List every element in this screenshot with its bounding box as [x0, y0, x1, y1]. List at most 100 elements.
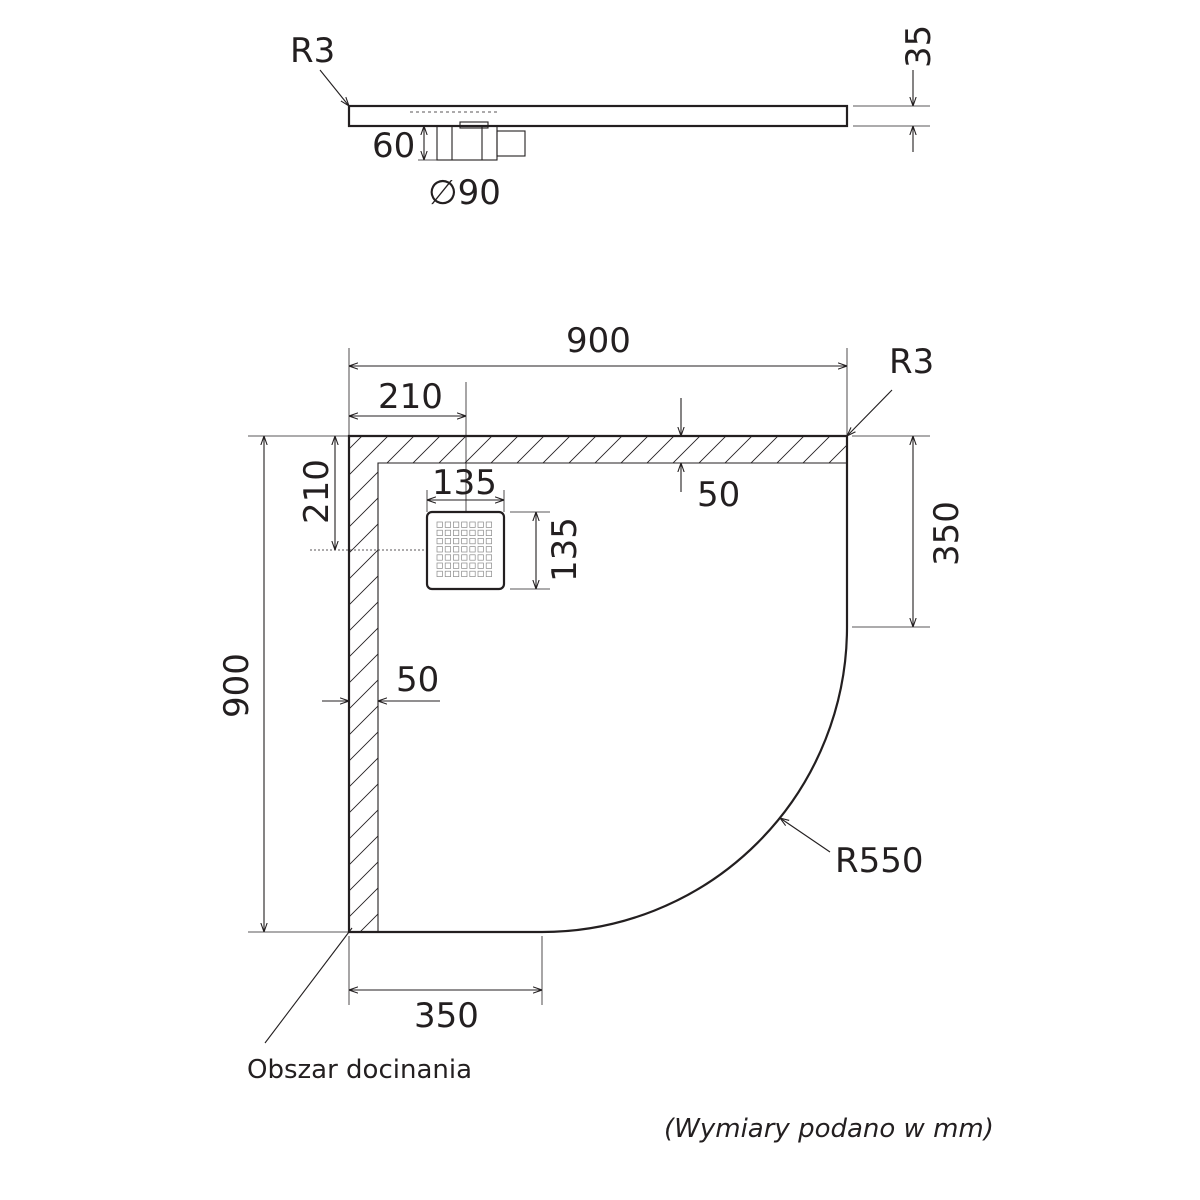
border-left-label: 50: [396, 660, 439, 700]
drain-height-plan-label: 135: [545, 517, 585, 582]
grate-slot: [436, 546, 443, 553]
grate-slot: [453, 570, 460, 577]
grate-slot: [453, 529, 460, 536]
trim-area-inner-edge: [377, 462, 847, 932]
hatch-line: [349, 436, 811, 932]
grate-slot: [453, 562, 460, 569]
hatch-line: [349, 436, 837, 932]
drain-grate: [425, 510, 506, 591]
grate-slot: [485, 529, 492, 536]
straight-side-label: 350: [927, 501, 967, 566]
plan-view: 900 210 900 210 135 135 50 50 R3: [217, 321, 967, 1085]
grate-slot: [477, 570, 484, 577]
grate-slot: [485, 546, 492, 553]
trim-area-hatching: [349, 436, 847, 932]
grate-slot: [477, 554, 484, 561]
plan-corner-radius-leader: [847, 389, 893, 436]
grate-slot: [477, 538, 484, 545]
hatch-line: [349, 436, 629, 932]
grate-slot: [436, 521, 443, 528]
grate-slot: [444, 538, 451, 545]
grate-slot: [469, 529, 476, 536]
hatch-line: [349, 436, 847, 932]
grate-slot: [477, 529, 484, 536]
drain-outlet: [496, 130, 526, 157]
drain-width-label: 135: [432, 463, 497, 503]
tray-outline: [347, 434, 849, 934]
grate-slot: [477, 562, 484, 569]
hatch-line: [349, 436, 847, 932]
grate-slot: [485, 538, 492, 545]
grate-slot: [453, 521, 460, 528]
hatch-line: [349, 436, 681, 932]
hatch-line: [349, 436, 707, 932]
grate-slot: [436, 570, 443, 577]
grate-slot: [453, 546, 460, 553]
arc-radius-label: R550: [835, 841, 924, 881]
grate-slot: [461, 562, 468, 569]
width-label: 900: [566, 321, 631, 361]
drain-offset-x-label: 210: [378, 377, 443, 417]
hatch-line: [349, 436, 655, 932]
grate-slot: [444, 570, 451, 577]
hatch-line: [349, 436, 551, 932]
grate-slot: [461, 546, 468, 553]
grate-slot: [461, 521, 468, 528]
trim-area-leader: [264, 927, 353, 1044]
grate-slot: [436, 529, 443, 536]
hatch-line: [369, 436, 847, 932]
hatch-line: [349, 436, 847, 932]
units-note: (Wymiary podano w mm): [664, 1114, 994, 1144]
grate-slot: [444, 529, 451, 536]
grate-slot: [444, 554, 451, 561]
arc-radius-leader: [780, 818, 831, 853]
straight-bottom-label: 350: [414, 996, 479, 1036]
grate-slot: [453, 538, 460, 545]
hatch-line: [349, 436, 421, 932]
drain-diameter-label: ∅90: [428, 173, 501, 213]
grate-slot: [485, 521, 492, 528]
grate-slot: [436, 562, 443, 569]
border-top-label: 50: [697, 475, 740, 515]
drain-trap-body: [436, 121, 526, 161]
corner-radius-label: R3: [290, 31, 335, 71]
grate-slot: [436, 538, 443, 545]
grate-slot: [453, 554, 460, 561]
grate-slot: [485, 554, 492, 561]
grate-slot: [469, 546, 476, 553]
grate-slot: [469, 554, 476, 561]
tray-side-profile: [347, 104, 849, 128]
hatch-line: [349, 436, 847, 932]
drain-height-label: 60: [372, 126, 415, 166]
thickness-label: 35: [899, 25, 939, 68]
grate-slot: [477, 521, 484, 528]
grate-slot: [444, 562, 451, 569]
hatch-line: [349, 436, 577, 932]
height-label: 900: [217, 653, 257, 718]
hatch-line: [349, 436, 847, 932]
grate-slot: [461, 570, 468, 577]
grate-slot: [485, 570, 492, 577]
grate-slot: [477, 546, 484, 553]
grate-slot: [469, 570, 476, 577]
drain-offset-y-label: 210: [297, 459, 337, 524]
hatch-line: [349, 436, 525, 932]
hatch-line: [349, 436, 847, 932]
drain-grate-frame: [425, 510, 506, 591]
corner-radius-leader: [319, 69, 349, 106]
hatch-line: [395, 436, 847, 932]
grate-slot: [469, 521, 476, 528]
trim-area-label: Obszar docinania: [247, 1055, 472, 1085]
grate-slot: [461, 538, 468, 545]
grate-slot: [485, 562, 492, 569]
grate-slot: [436, 554, 443, 561]
grate-slot: [461, 554, 468, 561]
side-view: R3 35 60 ∅90: [290, 25, 939, 213]
grate-slot: [444, 521, 451, 528]
grate-slot: [469, 538, 476, 545]
hatch-line: [349, 436, 603, 932]
grate-slot: [461, 529, 468, 536]
grate-slot: [444, 546, 451, 553]
plan-corner-radius-label: R3: [889, 342, 934, 382]
